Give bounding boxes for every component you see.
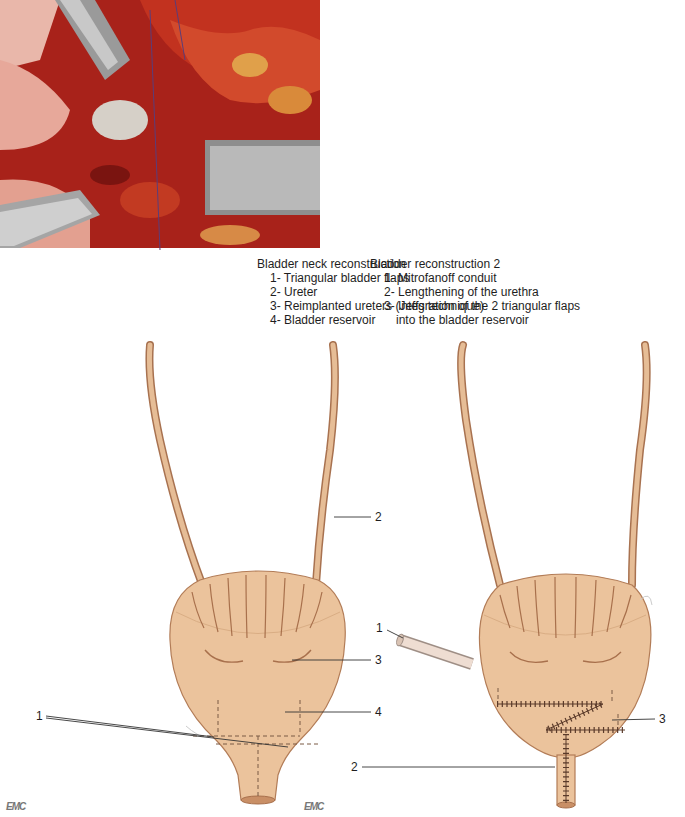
caption-item: 2- Lengthening of the urethra [384,285,539,299]
callout-number: 3 [659,712,666,726]
callout-number: 1 [376,621,383,635]
right-bladder [395,345,652,808]
caption-heading: Bladder reconstruction 2 [370,257,500,271]
caption-item: 4- Bladder reservoir [270,313,375,327]
publisher-logo: EMC [304,800,323,814]
callout-number: 3 [375,653,382,667]
callout-number: 2 [351,760,358,774]
caption-item: 1- Mitrofanoff conduit [384,271,497,285]
callout-number: 1 [36,709,43,723]
callout-number: 4 [375,705,382,719]
leader-lines [46,517,655,767]
surgical-photo [0,0,320,250]
publisher-logo: EMC [6,800,25,814]
caption-item: 2- Ureter [270,285,317,299]
caption-item: 3- Integration of the 2 triangular flaps… [384,299,591,327]
left-bladder [149,345,345,804]
callout-number: 2 [375,510,382,524]
